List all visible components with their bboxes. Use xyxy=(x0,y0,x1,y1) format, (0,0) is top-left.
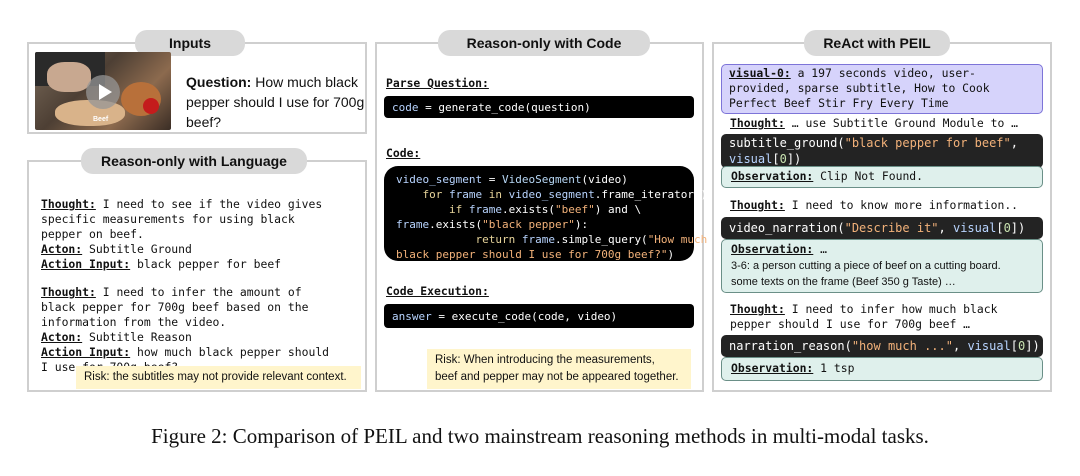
thought-1-line-1: I need to see if the video gives xyxy=(102,197,323,211)
thought-2-line-3: information from the video. xyxy=(41,315,227,329)
observation-1 xyxy=(721,166,1043,188)
acton-label: Acton: xyxy=(41,242,83,256)
observation-3 xyxy=(721,357,1043,381)
visual-0-box xyxy=(721,64,1043,114)
thought-label: Thought: xyxy=(41,285,96,299)
code-risk: Risk: When introducing the measurements,… xyxy=(427,349,691,389)
parse-question-label: Parse Question: xyxy=(386,76,489,90)
thumbnail-caption: Beef xyxy=(93,116,109,123)
inputs-title: Inputs xyxy=(135,30,245,56)
visual-line-3: Perfect Beef Stir Fry Every Time xyxy=(729,96,949,110)
thought-2-line-1: I need to infer the amount of xyxy=(102,285,302,299)
thought-2-line-2: black pepper for 700g beef based on the xyxy=(41,300,309,314)
code-risk-line-1: Risk: When introducing the measurements, xyxy=(435,354,655,366)
parse-code-block: code = generate_code(question) xyxy=(384,96,694,118)
observation-2-line-2: some texts on the frame (Beef 350 g Tast… xyxy=(731,276,956,288)
question-label: Question: xyxy=(186,74,252,90)
code-execution-label: Code Execution: xyxy=(386,284,489,298)
code-block: video_segment = VideoSegment(video) for … xyxy=(384,166,714,261)
visual-0-label: visual-0: xyxy=(729,66,791,80)
language-block-2: Thought: I need to infer the amount of b… xyxy=(41,270,329,375)
observation-1-text: Observation: Clip Not Found. xyxy=(731,169,924,183)
subtitle-ground-call: subtitle_ground("black pepper for beef",… xyxy=(721,134,1043,168)
observation-2 xyxy=(721,239,1043,293)
action-input-1: black pepper for beef xyxy=(137,257,282,271)
acton-label: Acton: xyxy=(41,330,83,344)
video-narration-call: video_narration("Describe it", visual[0]… xyxy=(721,217,1043,239)
action-input-label: Action Input: xyxy=(41,345,131,359)
execution-code-block: answer = execute_code(code, video) xyxy=(384,304,694,328)
observation-3-text: Observation: 1 tsp xyxy=(731,361,855,375)
visual-line-1: a 197 seconds video, user- xyxy=(790,66,976,80)
observation-2-head: Observation: … xyxy=(731,242,828,256)
visual-line-2: provided, sparse subtitle, How to Cook xyxy=(729,81,990,95)
acton-2: Subtitle Reason xyxy=(89,330,192,344)
thought-label: Thought: xyxy=(41,197,96,211)
code-title: Reason-only with Code xyxy=(438,30,650,56)
observation-2-line-1: 3-6: a person cutting a piece of beef on… xyxy=(731,260,1001,272)
code-risk-line-2: beef and pepper may not be appeared toge… xyxy=(435,371,679,383)
figure-caption: Figure 2: Comparison of PEIL and two mai… xyxy=(151,424,929,448)
language-title: Reason-only with Language xyxy=(81,148,307,174)
thought-1-line-3: pepper on beef. xyxy=(41,227,144,241)
react-title: ReAct with PEIL xyxy=(804,30,950,56)
question-text-3: beef? xyxy=(186,114,222,130)
language-block-1: Thought: I need to see if the video give… xyxy=(41,182,322,272)
video-thumbnail[interactable]: Beef xyxy=(35,52,171,130)
play-icon xyxy=(99,84,112,100)
observation-2-body: 3-6: a person cutting a piece of beef on… xyxy=(731,258,1001,290)
code-label: Code: xyxy=(386,146,421,160)
question-text-1: How much black xyxy=(255,74,358,90)
question-block: Question: How much black pepper should I… xyxy=(186,72,364,132)
react-thought-3: Thought: I need to infer how much black … xyxy=(730,302,998,331)
play-button[interactable] xyxy=(86,75,120,109)
action-input-2-line-1: how much black pepper should xyxy=(137,345,330,359)
language-risk: Risk: the subtitles may not provide rele… xyxy=(76,366,361,389)
language-panel xyxy=(27,160,367,392)
action-input-label: Action Input: xyxy=(41,257,131,271)
react-thought-2: Thought: I need to know more information… xyxy=(730,198,1019,212)
acton-1: Subtitle Ground xyxy=(89,242,192,256)
visual-0-text: visual-0: a 197 seconds video, user- pro… xyxy=(729,66,990,111)
thought-1-line-2: specific measurements for using black xyxy=(41,212,295,226)
narration-reason-call: narration_reason("how much ...", visual[… xyxy=(721,335,1043,357)
react-thought-1: Thought: … use Subtitle Ground Module to… xyxy=(730,116,1019,130)
question-text-2: pepper should I use for 700g xyxy=(186,94,365,110)
